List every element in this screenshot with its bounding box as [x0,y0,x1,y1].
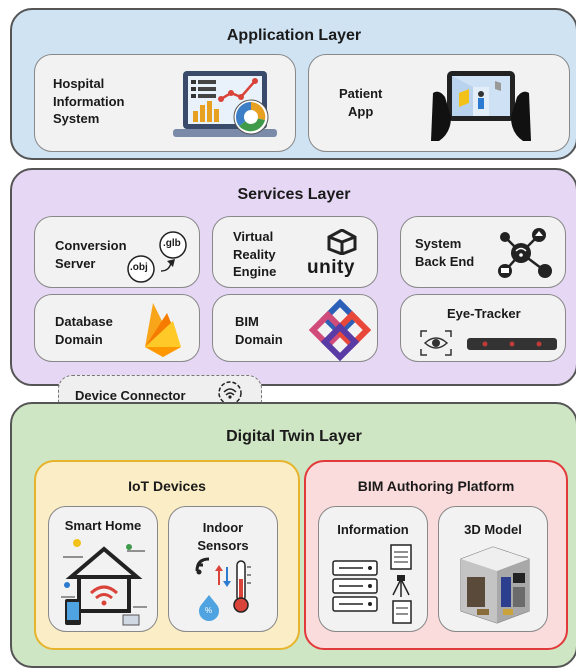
3d-room-model-icon [460,546,530,624]
bim-domain-label: BIM Domain [235,314,283,347]
unity-logo-icon [327,229,357,255]
3d-model-card: 3D Model [438,506,548,632]
eye-tracker-card: Eye-Tracker [400,294,566,362]
database-domain-card: Database Domain [34,294,200,362]
unity-wordmark: unity [307,257,355,278]
3d-model-label: 3D Model [464,522,522,537]
ifc-logo-icon [309,299,371,361]
conversion-server-label: Conversion Server [55,238,127,271]
virtual-reality-engine-card: Virtual Reality Engine unity [212,216,378,288]
patient-app-label: Patient App [339,86,383,119]
server-database-icon [332,544,412,624]
system-back-end-label: System Back End [415,236,475,269]
hospital-information-system-card: Hospital Information System [34,54,296,152]
application-layer: Application Layer Hospital Information S… [10,8,576,160]
information-label: Information [337,522,409,537]
file-conversion-icon [127,231,187,283]
digital-twin-layer: Digital Twin Layer IoT Devices Smart Hom… [10,402,576,668]
database-domain-label: Database Domain [55,314,113,347]
smart-home-card: Smart Home [48,506,158,632]
information-card: Information [318,506,428,632]
bim-authoring-platform-title: BIM Authoring Platform [357,478,515,494]
bim-authoring-platform-panel: BIM Authoring Platform Information [304,460,568,650]
iot-devices-panel: IoT Devices Smart Home [34,460,300,650]
sensor-readings-icon: % [195,557,251,621]
smart-home-icon [61,539,147,626]
eye-tracker-label: Eye-Tracker [447,306,521,321]
hospital-information-system-label: Hospital Information System [53,76,125,127]
tablet-hands-icon [431,71,531,141]
firebase-logo-icon [145,303,181,357]
eye-tracker-device-icon [467,338,557,350]
patient-app-card: Patient App [308,54,570,152]
obj-format-label: .obj [130,262,148,273]
analytics-laptop-icon [173,71,277,137]
smart-home-label: Smart Home [64,518,142,533]
device-connector-label: Device Connector [75,388,186,403]
conversion-server-card: Conversion Server .glb .obj [34,216,200,288]
digital-twin-layer-title: Digital Twin Layer [226,428,362,445]
indoor-sensors-card: Indoor Sensors % [168,506,278,632]
system-back-end-card: System Back End [400,216,566,288]
application-layer-title: Application Layer [226,27,362,44]
eye-focus-icon [420,330,452,356]
iot-devices-title: IoT Devices [128,478,206,494]
services-layer: Services Layer Conversion Server .glb .o… [10,168,576,386]
indoor-sensors-label: Indoor Sensors [197,520,249,553]
services-layer-title: Services Layer [237,186,351,203]
svg-text:%: % [205,606,212,615]
network-hub-icon [498,228,552,278]
glb-format-label: .glb [163,238,181,249]
bim-domain-card: BIM Domain [212,294,378,362]
virtual-reality-engine-label: Virtual Reality Engine [233,229,277,280]
